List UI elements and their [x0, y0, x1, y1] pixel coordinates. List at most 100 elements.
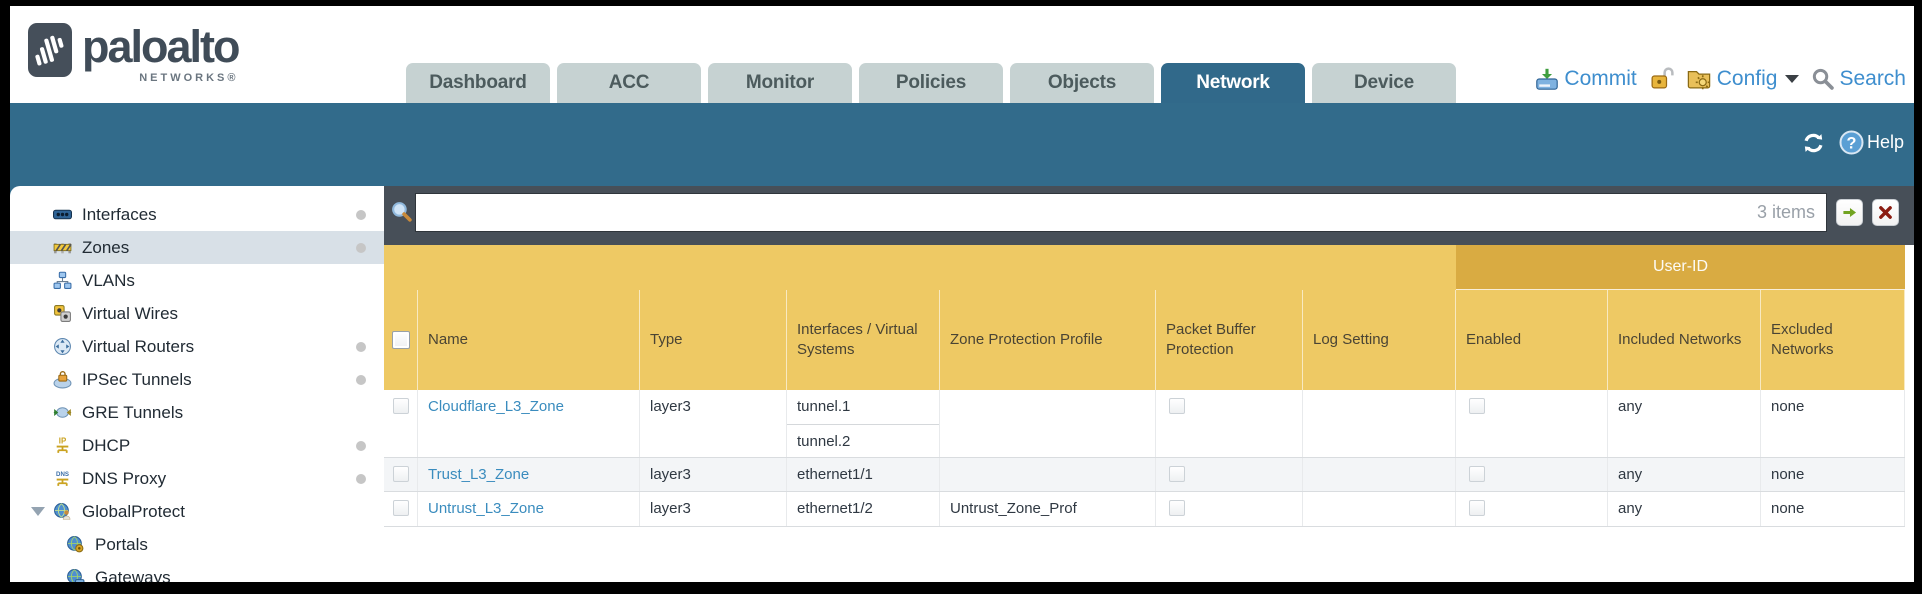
enabled-checkbox[interactable] — [1469, 398, 1485, 414]
select-all-checkbox[interactable] — [391, 331, 410, 349]
cell-name: Untrust_L3_Zone — [418, 492, 640, 526]
column-header-packet-buffer-protection[interactable]: Packet Buffer Protection — [1156, 290, 1303, 390]
cell-included-networks: any — [1608, 492, 1761, 526]
cell-user-id-enabled — [1456, 390, 1608, 457]
sidebar-item-interfaces[interactable]: Interfaces — [10, 198, 384, 231]
column-header-interfaces[interactable]: Interfaces / Virtual Systems — [787, 290, 940, 390]
brand-subtitle: NETWORKS® — [139, 71, 239, 84]
pbp-checkbox[interactable] — [1169, 466, 1185, 482]
pbp-checkbox[interactable] — [1169, 398, 1185, 414]
column-header-included-networks[interactable]: Included Networks — [1608, 290, 1761, 390]
sidebar-item-virtual-wires[interactable]: Virtual Wires — [10, 297, 384, 330]
sidebar-item-gre-tunnels[interactable]: GRE Tunnels — [10, 396, 384, 429]
column-header-zone-protection-profile[interactable]: Zone Protection Profile — [940, 290, 1156, 390]
sidebar-item-label: GlobalProtect — [82, 501, 185, 521]
sidebar-item-gateways[interactable]: Gateways — [10, 561, 384, 582]
sidebar-item-dhcp[interactable]: IP DHCP — [10, 429, 384, 462]
commit-button[interactable]: Commit — [1535, 67, 1637, 91]
expander-slot — [31, 507, 53, 516]
cell-interfaces: ethernet1/1 — [787, 458, 940, 491]
lock-open-icon[interactable] — [1649, 66, 1674, 91]
filter-bar: 3 items — [384, 186, 1914, 245]
refresh-icon[interactable] — [1800, 131, 1827, 155]
cell-type: layer3 — [640, 492, 787, 526]
column-header-name[interactable]: Name — [418, 290, 640, 390]
search-button[interactable]: Search — [1811, 67, 1906, 91]
filter-input[interactable] — [415, 193, 1827, 232]
tab-device[interactable]: Device — [1312, 63, 1456, 103]
column-header-type[interactable]: Type — [640, 290, 787, 390]
sidebar-item-label: Virtual Routers — [82, 336, 195, 356]
tab-dashboard[interactable]: Dashboard — [406, 63, 550, 103]
row-checkbox[interactable] — [392, 466, 409, 482]
cell-interfaces: tunnel.1 tunnel.2 — [787, 390, 940, 457]
interface-entry: ethernet1/2 — [797, 500, 873, 517]
svg-text:?: ? — [1847, 134, 1857, 152]
sidebar-item-globalprotect[interactable]: GlobalProtect — [10, 495, 384, 528]
tab-monitor[interactable]: Monitor — [708, 63, 852, 103]
sidebar-item-label: Zones — [82, 237, 130, 257]
dns-proxy-icon: DNS — [53, 469, 73, 488]
cell-user-id-enabled — [1456, 492, 1608, 526]
tab-policies[interactable]: Policies — [859, 63, 1003, 103]
pbp-checkbox[interactable] — [1169, 500, 1185, 516]
paloalto-logo-icon — [28, 23, 72, 77]
cell-packet-buffer-protection — [1156, 458, 1303, 491]
tab-acc[interactable]: ACC — [557, 63, 701, 103]
table-group-header-spacer — [384, 245, 1456, 290]
help-button[interactable]: ? Help — [1839, 130, 1904, 155]
content-area: Interfaces Zones — [10, 186, 1914, 582]
sidebar-item-label: Portals — [95, 534, 148, 554]
cell-zone-protection-profile: Untrust_Zone_Prof — [940, 492, 1156, 526]
sidebar-item-dns-proxy[interactable]: DNS DNS Proxy — [10, 462, 384, 495]
green-arrow-icon — [1843, 208, 1857, 217]
column-header-excluded-networks[interactable]: Excluded Networks — [1761, 290, 1905, 390]
zone-link[interactable]: Untrust_L3_Zone — [428, 500, 544, 517]
tab-network[interactable]: Network — [1161, 63, 1305, 103]
collapse-triangle-icon[interactable] — [31, 507, 45, 516]
cell-included-networks: any — [1608, 458, 1761, 491]
status-dot — [356, 342, 366, 352]
table-row: Cloudflare_L3_Zone layer3 tunnel.1 tunne… — [384, 390, 1905, 458]
sidebar-item-virtual-routers[interactable]: Virtual Routers — [10, 330, 384, 363]
cell-zone-protection-profile — [940, 390, 1156, 457]
status-dot — [356, 375, 366, 385]
top-header: paloalto NETWORKS® Dashboard ACC Monitor… — [10, 6, 1914, 103]
interfaces-icon — [53, 205, 73, 224]
status-dot — [356, 243, 366, 253]
app-window: paloalto NETWORKS® Dashboard ACC Monitor… — [10, 6, 1914, 582]
row-checkbox-cell — [384, 390, 418, 457]
cell-zone-protection-profile — [940, 458, 1156, 491]
brand-name: paloalto — [82, 21, 241, 72]
sidebar-item-zones[interactable]: Zones — [10, 231, 384, 264]
cell-user-id-enabled — [1456, 458, 1608, 491]
config-button[interactable]: Config — [1686, 66, 1800, 91]
zone-link[interactable]: Trust_L3_Zone — [428, 466, 530, 483]
enabled-checkbox[interactable] — [1469, 500, 1485, 516]
sidebar-item-vlans[interactable]: VLANs — [10, 264, 384, 297]
status-dot — [356, 474, 366, 484]
vlans-icon — [53, 271, 73, 290]
clear-filter-button[interactable] — [1872, 199, 1899, 226]
apply-filter-button[interactable] — [1836, 199, 1863, 226]
interface-entry: tunnel.2 — [787, 424, 939, 457]
row-checkbox[interactable] — [392, 500, 409, 516]
svg-text:IP: IP — [59, 436, 66, 445]
virtual-routers-icon — [53, 337, 73, 356]
filter-search-icon — [392, 202, 412, 222]
column-header-log-setting[interactable]: Log Setting — [1303, 290, 1456, 390]
cell-included-networks: any — [1608, 390, 1761, 457]
cell-excluded-networks: none — [1761, 390, 1905, 457]
cell-interfaces: ethernet1/2 — [787, 492, 940, 526]
table-row: Untrust_L3_Zone layer3 ethernet1/2 Untru… — [384, 492, 1905, 527]
sidebar-item-portals[interactable]: Portals — [10, 528, 384, 561]
column-header-enabled[interactable]: Enabled — [1456, 290, 1608, 390]
sidebar-item-label: Gateways — [95, 567, 171, 583]
enabled-checkbox[interactable] — [1469, 466, 1485, 482]
zone-link[interactable]: Cloudflare_L3_Zone — [428, 398, 564, 415]
config-icon — [1687, 71, 1710, 90]
sidebar-item-ipsec-tunnels[interactable]: IPSec Tunnels — [10, 363, 384, 396]
sidebar-item-label: DNS Proxy — [82, 468, 167, 488]
tab-objects[interactable]: Objects — [1010, 63, 1154, 103]
row-checkbox[interactable] — [392, 398, 409, 414]
